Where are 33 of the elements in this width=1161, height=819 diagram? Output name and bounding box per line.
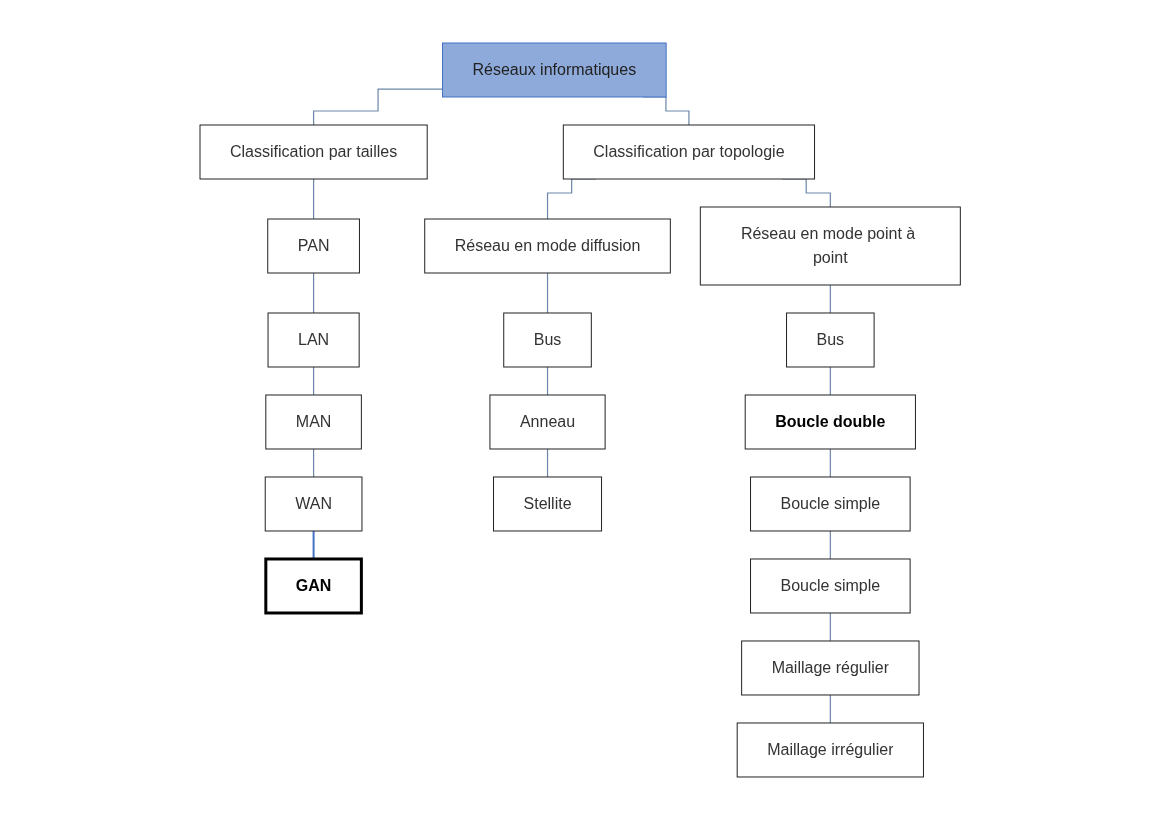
node-box: Boucle simple (750, 476, 911, 531)
connector (313, 447, 315, 478)
node-box: Réseau en mode point à point (700, 206, 962, 285)
node-box: WAN (265, 476, 363, 531)
node-box: Boucle double (745, 394, 917, 449)
node-box: Réseau en mode diffusion (424, 218, 672, 273)
connector (313, 271, 315, 314)
node-box: Stellite (493, 476, 603, 531)
connector (547, 365, 549, 396)
connector (830, 529, 832, 560)
node-box: GAN (264, 557, 364, 614)
connector (830, 365, 832, 396)
node-box: Réseaux informatiques (442, 42, 667, 97)
node-box: Anneau (489, 394, 606, 449)
connector (313, 87, 444, 126)
connector (830, 611, 832, 642)
node-box: Boucle simple (750, 558, 911, 613)
node-box: LAN (267, 312, 360, 367)
node-box: Classification par topologie (563, 124, 816, 179)
connector (547, 271, 549, 314)
node-box: PAN (267, 218, 361, 273)
connector (830, 447, 832, 478)
connector (313, 177, 315, 220)
connector (830, 693, 832, 724)
node-box: Maillage irrégulier (737, 722, 925, 777)
connector (313, 365, 315, 396)
connector (830, 283, 832, 314)
node-box: Classification par tailles (199, 124, 428, 179)
connector (547, 447, 549, 478)
node-box: MAN (265, 394, 363, 449)
node-box: Maillage régulier (741, 640, 920, 695)
node-box: Bus (503, 312, 593, 367)
node-box: Bus (786, 312, 875, 367)
